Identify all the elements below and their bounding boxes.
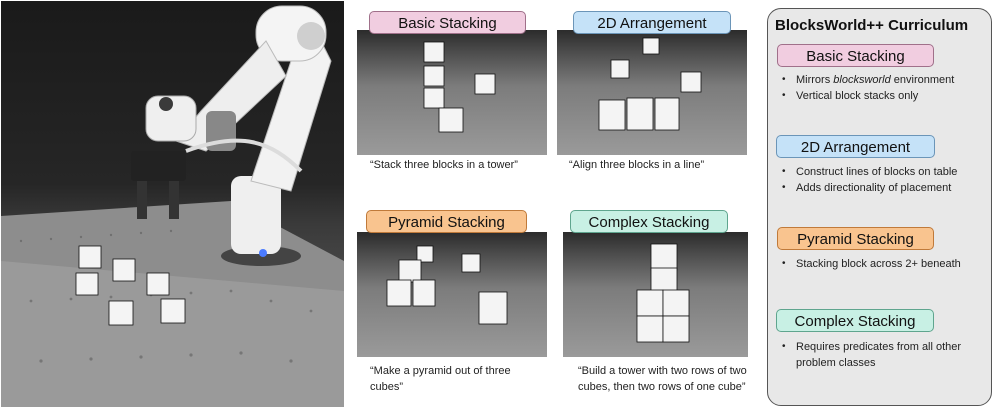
curriculum-2d-arrangement: 2D Arrangement — [776, 135, 935, 158]
italic-term: blocksworld — [833, 74, 891, 86]
bullet-item: Requires predicates from all other probl… — [776, 339, 976, 371]
aruco-cubes — [75, 245, 186, 326]
pyramid-stacking-label: Pyramid Stacking — [366, 210, 527, 233]
bullet-item: Adds directionality of placement — [776, 180, 986, 196]
basic-stacking-bullets: Mirrors blocksworld environment Vertical… — [776, 72, 986, 104]
complex-stacking-caption: “Build a tower with two rows of two cube… — [578, 365, 747, 393]
basic-stacking-caption: “Stack three blocks in a tower” — [370, 159, 518, 171]
curriculum-complex-stacking: Complex Stacking — [776, 309, 934, 332]
basic-stacking-label: Basic Stacking — [369, 11, 526, 34]
pyramid-stacking-caption: “Make a pyramid out of three cubes” — [370, 365, 511, 393]
2d-arrangement-photo — [557, 30, 747, 155]
bullet-item: Construct lines of blocks on table — [776, 164, 986, 180]
robot-arm-photo — [1, 1, 344, 407]
bullet-item: Vertical block stacks only — [776, 88, 986, 104]
complex-stacking-photo — [563, 232, 748, 357]
basic-stacking-photo — [357, 30, 547, 155]
curriculum-basic-stacking: Basic Stacking — [777, 44, 934, 67]
complex-stacking-bullets: Requires predicates from all other probl… — [776, 339, 976, 371]
2d-arrangement-caption: “Align three blocks in a line” — [569, 159, 705, 171]
curriculum-pyramid-stacking: Pyramid Stacking — [777, 227, 934, 250]
curriculum-title: BlocksWorld++ Curriculum — [775, 17, 969, 34]
bullet-item: Stacking block across 2+ beneath — [776, 256, 986, 272]
2d-arrangement-bullets: Construct lines of blocks on table Adds … — [776, 164, 986, 196]
pyramid-stacking-photo — [357, 232, 547, 357]
robot-arm-illustration — [1, 5, 344, 407]
pyramid-stacking-bullets: Stacking block across 2+ beneath — [776, 256, 986, 272]
2d-arrangement-label: 2D Arrangement — [573, 11, 731, 34]
bullet-item: Mirrors blocksworld environment — [776, 72, 986, 88]
complex-stacking-label: Complex Stacking — [570, 210, 728, 233]
